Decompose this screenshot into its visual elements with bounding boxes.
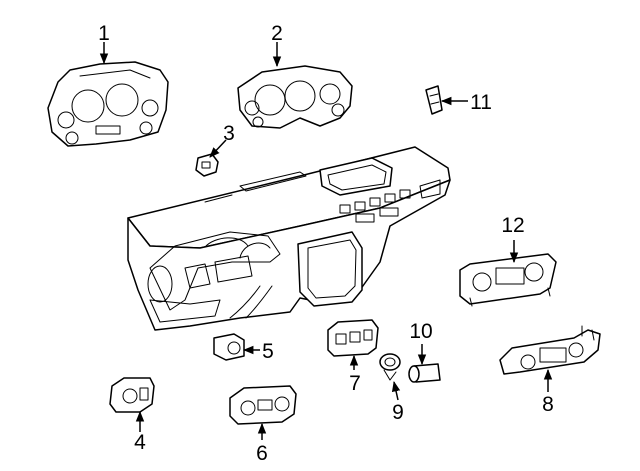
part-10-socket xyxy=(408,363,441,383)
callout-6: 6 xyxy=(256,442,268,465)
part-6-switch-panel xyxy=(229,385,297,425)
part-12-climate-panel xyxy=(459,253,557,307)
leader-9 xyxy=(391,380,401,401)
callout-11: 11 xyxy=(470,91,492,114)
callout-10: 10 xyxy=(409,320,432,343)
callout-3: 3 xyxy=(223,122,235,145)
instrument-panel xyxy=(127,146,451,331)
callout-1: 1 xyxy=(98,22,110,45)
part-3-switch xyxy=(195,153,219,177)
part-5-switch xyxy=(213,333,245,361)
leader-lines xyxy=(99,42,553,440)
callout-2: 2 xyxy=(271,22,283,45)
callout-5: 5 xyxy=(262,340,274,363)
part-9-ring xyxy=(379,353,401,381)
part-1-instrument-cluster xyxy=(47,61,169,147)
part-7-switch-module xyxy=(327,319,379,357)
part-2-cluster-bezel xyxy=(237,65,353,129)
part-8-console-panel xyxy=(499,325,601,375)
callout-labels: 1 2 3 4 5 6 7 8 9 10 11 12 xyxy=(98,22,554,465)
callout-8: 8 xyxy=(542,393,554,416)
callout-7: 7 xyxy=(349,372,361,395)
callout-12: 12 xyxy=(501,214,524,237)
part-4-headlamp-switch xyxy=(109,377,155,413)
callout-9: 9 xyxy=(392,401,404,424)
callout-4: 4 xyxy=(134,431,146,454)
part-11-switch xyxy=(425,85,443,115)
leader-3 xyxy=(209,139,227,158)
